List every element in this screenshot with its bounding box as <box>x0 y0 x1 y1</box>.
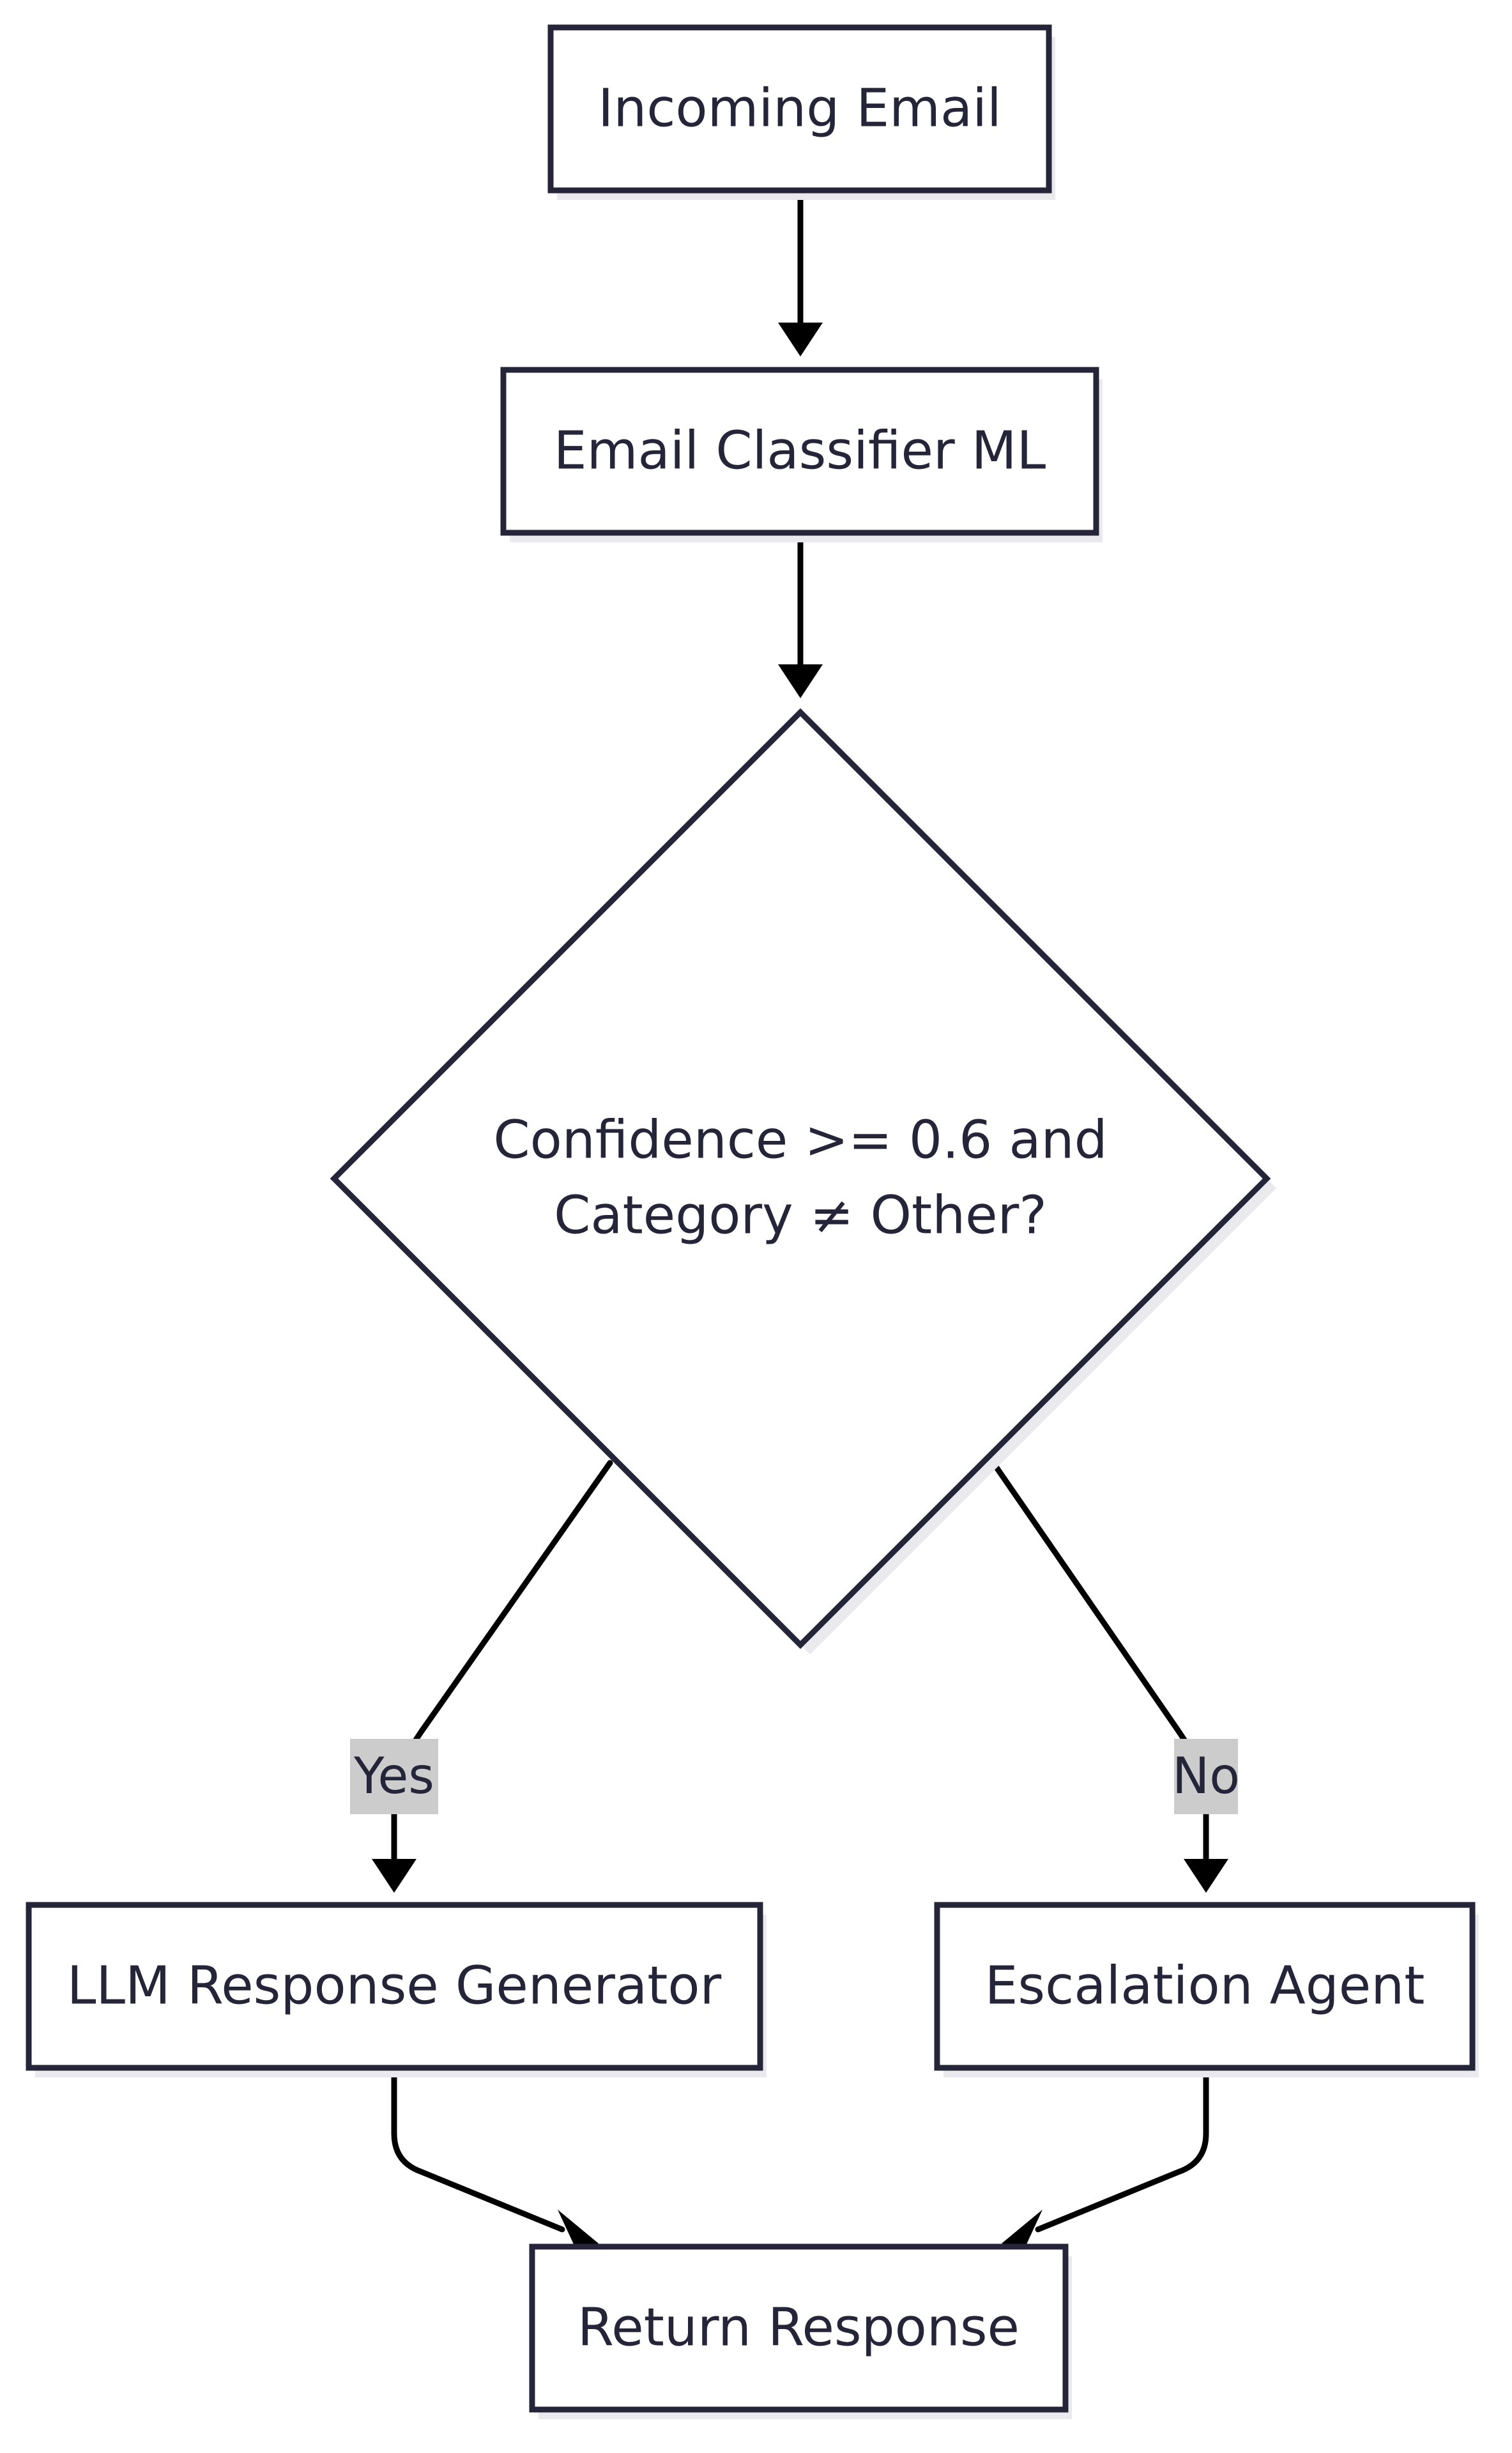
node-decision-label-line1: Confidence >= 0.6 and <box>493 1110 1107 1171</box>
node-escalation-agent-label: Escalation Agent <box>985 1956 1425 2017</box>
node-decision: Confidence >= 0.6 and Category ≠ Other? <box>330 708 1276 1654</box>
node-email-classifier: Email Classifier ML <box>500 367 1103 542</box>
arrow-head-return-right <box>1002 2210 1042 2251</box>
edge-label-yes: Yes <box>350 1739 438 1814</box>
edge-label-no: No <box>1172 1739 1240 1814</box>
node-incoming-email-label: Incoming Email <box>598 79 1002 139</box>
node-email-classifier-label: Email Classifier ML <box>554 421 1046 482</box>
node-decision-label-line2: Category ≠ Other? <box>554 1186 1047 1246</box>
arrow-head-return-left <box>558 2210 599 2251</box>
edge-llm-to-return <box>391 2067 565 2233</box>
edge-label-yes-text: Yes <box>353 1748 434 1805</box>
arrow-head-llm <box>372 1859 416 1893</box>
node-return-response-label: Return Response <box>577 2298 1019 2358</box>
arrow-head-decision <box>778 664 823 698</box>
arrow-head-escalation <box>1184 1859 1228 1893</box>
node-incoming-email: Incoming Email <box>547 24 1055 200</box>
edge-escalation-to-return <box>1035 2067 1209 2233</box>
node-llm-response-generator-label: LLM Response Generator <box>67 1956 722 2017</box>
node-llm-response-generator: LLM Response Generator <box>26 1902 767 2077</box>
edge-label-no-text: No <box>1172 1748 1240 1805</box>
node-return-response: Return Response <box>529 2243 1072 2419</box>
arrow-head-classifier <box>778 323 823 356</box>
node-escalation-agent: Escalation Agent <box>934 1902 1479 2077</box>
